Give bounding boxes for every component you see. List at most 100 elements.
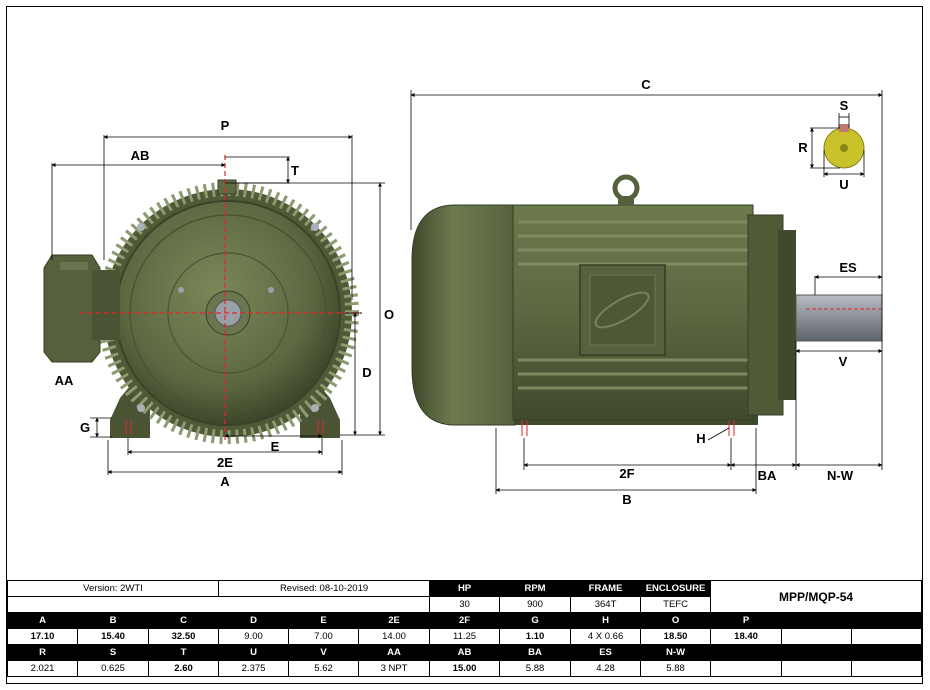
label-R: R	[798, 140, 808, 155]
dim-label: C	[147, 612, 220, 629]
drawing-frame	[6, 6, 923, 684]
label-H: H	[696, 431, 705, 446]
label-P: P	[221, 118, 230, 133]
frame-value: 364T	[570, 596, 642, 613]
dim-label: N-W	[640, 644, 712, 661]
dims-row1-values: 17.10 15.40 32.50 9.00 7.00 14.00 11.25 …	[7, 628, 923, 645]
dim-value: 15.00	[429, 660, 501, 677]
end-view-dimensions	[51, 135, 385, 475]
dim-label: 2E	[358, 612, 431, 629]
label-AB: AB	[131, 148, 150, 163]
side-view-end-cap	[411, 204, 516, 426]
label-2E: 2E	[217, 455, 233, 470]
dim-value: 4 X 0.66	[570, 628, 642, 645]
label-O: O	[384, 307, 394, 322]
dim-label	[781, 612, 853, 629]
label-S: S	[840, 98, 849, 113]
shaft-key-detail	[823, 124, 865, 169]
dim-value: 4.28	[570, 660, 642, 677]
rpm-value: 900	[499, 596, 572, 613]
label-2F: 2F	[619, 466, 634, 481]
hp-header: HP	[429, 580, 501, 597]
side-view	[411, 174, 883, 436]
dim-label	[710, 644, 783, 661]
dim-value: 14.00	[358, 628, 431, 645]
dim-label: BA	[499, 644, 572, 661]
version-cell: Version: 2WTI	[6, 580, 220, 597]
label-AA: AA	[55, 373, 74, 388]
dims-row1-labels: A B C D E 2E 2F G H O P	[7, 612, 923, 629]
dim-label: E	[288, 612, 360, 629]
frame-header: FRAME	[570, 580, 642, 597]
info-row: Version: 2WTI Revised: 08-10-2019 HP RPM…	[6, 580, 923, 613]
label-C: C	[641, 77, 651, 92]
label-BA: BA	[758, 468, 777, 483]
dim-label: B	[77, 612, 149, 629]
side-view-flange	[747, 214, 784, 416]
label-A: A	[220, 474, 230, 489]
dim-value: 0.625	[77, 660, 149, 677]
revised-cell: Revised: 08-10-2019	[218, 580, 431, 597]
dim-label: R	[7, 644, 78, 661]
dim-label: G	[499, 612, 572, 629]
dim-value	[851, 628, 923, 645]
dim-label	[851, 644, 923, 661]
motor-dimension-drawing: P AB T O AA D G E 2E A	[43, 77, 883, 507]
dim-value: 17.10	[7, 628, 78, 645]
hp-value: 30	[429, 596, 501, 613]
dims-row2-values: 2.021 0.625 2.60 2.375 5.62 3 NPT 15.00 …	[7, 660, 923, 677]
spec-values-row: 30 900 364T TEFC	[6, 596, 922, 613]
dim-value: 7.00	[288, 628, 360, 645]
side-view-dimensions	[410, 90, 883, 494]
dim-value: 15.40	[77, 628, 149, 645]
dim-label	[781, 644, 853, 661]
dim-label: P	[710, 612, 783, 629]
label-D: D	[362, 365, 371, 380]
dim-label	[851, 612, 923, 629]
enclosure-header: ENCLOSURE	[640, 580, 712, 597]
dim-label: AB	[429, 644, 501, 661]
label-V: V	[839, 354, 848, 369]
dim-label: AA	[358, 644, 431, 661]
dim-value: 3 NPT	[358, 660, 431, 677]
enclosure-value: TEFC	[640, 596, 712, 613]
dim-value: 5.62	[288, 660, 360, 677]
label-U: U	[839, 177, 848, 192]
spec-table: Version: 2WTI Revised: 08-10-2019 HP RPM…	[6, 580, 923, 677]
label-B: B	[622, 492, 631, 507]
dim-value: 2.375	[218, 660, 290, 677]
dim-label: U	[218, 644, 290, 661]
model-number: MPP/MQP-54	[710, 580, 923, 613]
dims-row2-labels: R S T U V AA AB BA ES N-W	[7, 644, 923, 661]
dim-label: H	[570, 612, 642, 629]
dim-value: 9.00	[218, 628, 290, 645]
dim-value: 11.25	[429, 628, 501, 645]
dim-label: A	[7, 612, 78, 629]
label-ES: ES	[839, 260, 857, 275]
side-view-fins	[518, 220, 748, 390]
dim-label: V	[288, 644, 360, 661]
dim-label: ES	[570, 644, 642, 661]
conduit-box	[43, 254, 120, 363]
dim-value: 5.88	[499, 660, 572, 677]
dim-label: O	[640, 612, 712, 629]
side-view-shaft	[795, 294, 883, 342]
label-N-W: N-W	[827, 468, 854, 483]
dim-value: 1.10	[499, 628, 572, 645]
dim-value	[781, 660, 853, 677]
dim-value: 2.021	[7, 660, 78, 677]
dim-label: 2F	[429, 612, 501, 629]
dim-value	[781, 628, 853, 645]
dim-label: D	[218, 612, 290, 629]
dim-label: T	[147, 644, 220, 661]
rpm-header: RPM	[499, 580, 572, 597]
dim-value: 2.60	[147, 660, 220, 677]
label-T: T	[291, 163, 299, 178]
dim-value: 5.88	[640, 660, 712, 677]
label-G: G	[80, 420, 90, 435]
dim-value: 18.40	[710, 628, 783, 645]
dim-label: S	[77, 644, 149, 661]
dim-value: 32.50	[147, 628, 220, 645]
dim-value: 18.50	[640, 628, 712, 645]
dim-value	[710, 660, 783, 677]
